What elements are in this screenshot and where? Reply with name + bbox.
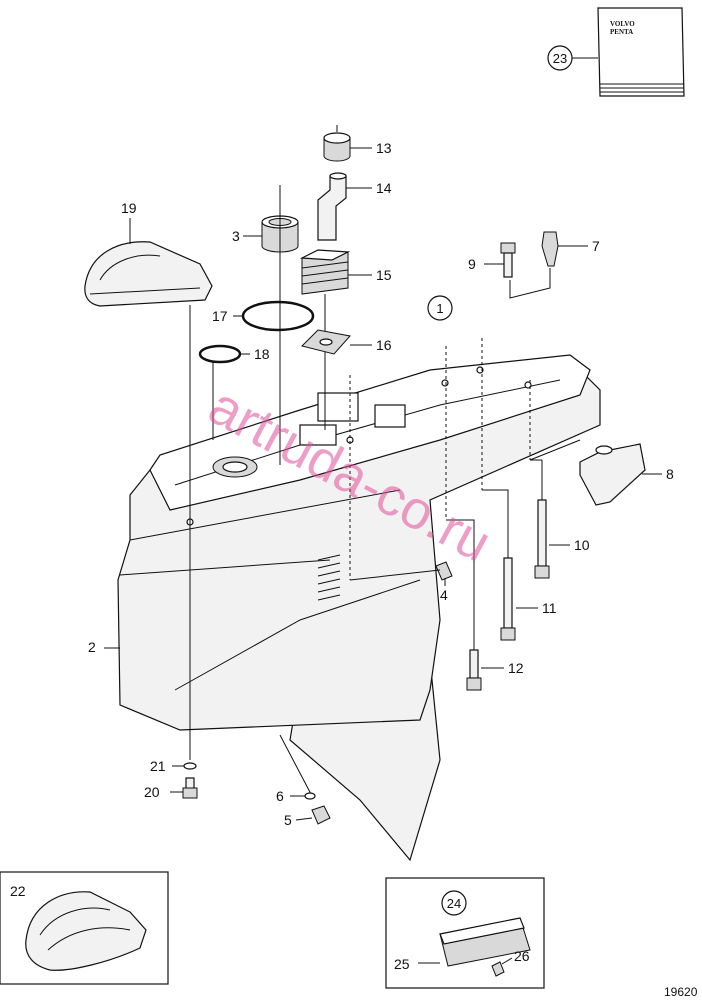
screw-part-20 <box>182 777 198 799</box>
callout-21[interactable]: 21 <box>150 758 166 774</box>
callout-19[interactable]: 19 <box>121 200 137 216</box>
callout-7[interactable]: 7 <box>592 238 600 254</box>
o-ring-part-18 <box>198 344 242 364</box>
seal-part-13 <box>323 132 351 162</box>
plug-part-7 <box>541 231 559 267</box>
stud-part-4 <box>435 561 453 581</box>
washer-part-21 <box>183 762 197 770</box>
figure-number: 19620 <box>664 985 698 999</box>
callout-14[interactable]: 14 <box>376 180 392 196</box>
plate-part-16 <box>301 329 351 355</box>
screw-part-9 <box>500 242 516 278</box>
callout-4[interactable]: 4 <box>440 587 448 603</box>
callout-22[interactable]: 22 <box>10 883 26 899</box>
callout-5[interactable]: 5 <box>284 812 292 828</box>
callout-13[interactable]: 13 <box>376 140 392 156</box>
callout-11[interactable]: 11 <box>542 600 557 616</box>
callout-10[interactable]: 10 <box>574 537 590 553</box>
callout-18[interactable]: 18 <box>254 346 270 362</box>
callout-12[interactable]: 12 <box>508 660 524 676</box>
callout-24[interactable]: 24 <box>447 896 461 911</box>
inset-panel-22 <box>0 871 169 985</box>
anode-part-8 <box>579 443 646 506</box>
inset-panel-24 <box>385 877 545 989</box>
callout-circle-1 <box>427 295 453 321</box>
callout-3[interactable]: 3 <box>232 228 240 244</box>
callout-17[interactable]: 17 <box>212 308 228 324</box>
callout-20[interactable]: 20 <box>144 784 160 800</box>
callout-circle-24 <box>441 890 467 916</box>
gear-housing-part-2 <box>117 354 601 862</box>
bolt-part-11 <box>500 557 516 641</box>
manual-brand-line-1: VOLVO <box>610 20 635 28</box>
elbow-tube-part-14 <box>317 172 347 241</box>
callout-2[interactable]: 2 <box>88 639 96 655</box>
callout-8[interactable]: 8 <box>666 466 674 482</box>
manual-brand-line-2: PENTA <box>610 28 633 36</box>
drain-plug-part-5 <box>311 805 331 825</box>
callout-26[interactable]: 26 <box>514 948 530 964</box>
bolt-part-10 <box>534 499 550 579</box>
washer-part-6 <box>304 792 316 800</box>
callout-9[interactable]: 9 <box>468 256 476 272</box>
bolt-part-12 <box>466 649 482 691</box>
filter-block-part-15 <box>299 249 351 295</box>
callout-6[interactable]: 6 <box>276 788 284 804</box>
cover-part-19 <box>84 241 213 307</box>
o-ring-part-17 <box>241 300 315 332</box>
callout-23[interactable]: 23 <box>553 51 567 66</box>
callout-25[interactable]: 25 <box>394 956 410 972</box>
callout-1[interactable]: 1 <box>436 301 443 316</box>
manual-book-part-23: VOLVO PENTA <box>597 7 685 97</box>
callout-16[interactable]: 16 <box>376 337 392 353</box>
callout-15[interactable]: 15 <box>376 267 392 283</box>
